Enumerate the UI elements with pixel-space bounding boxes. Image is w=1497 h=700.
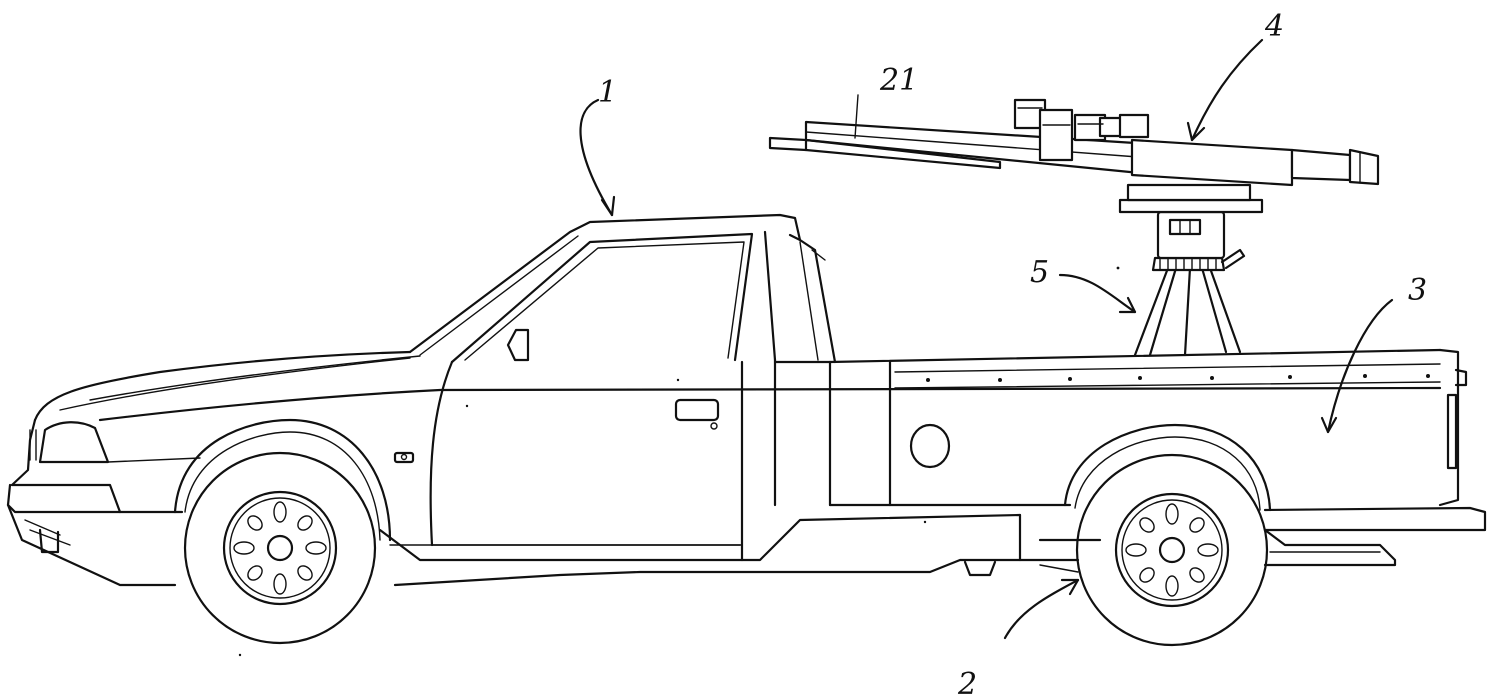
vehicle-cab [393,213,837,562]
rear-wheel [1075,453,1269,647]
front-wheel [183,451,377,645]
chassis-undercarriage [963,513,1397,577]
callout-chassis: 2 [957,667,977,700]
wheel-arches [173,418,1272,542]
callout-barrel-assembly: 21 [879,63,918,98]
callout-leaders [579,38,1394,640]
callout-cargo-bed: 3 [1408,273,1427,308]
callout-vehicle: 1 [598,75,617,110]
callout-weapon: 4 [1264,9,1284,44]
callout-tripod-mount: 5 [1030,255,1049,290]
specks [238,266,1120,657]
mounted-weapon [768,98,1380,187]
tripod-mount [1118,183,1264,357]
vehicle-body [6,348,1487,587]
